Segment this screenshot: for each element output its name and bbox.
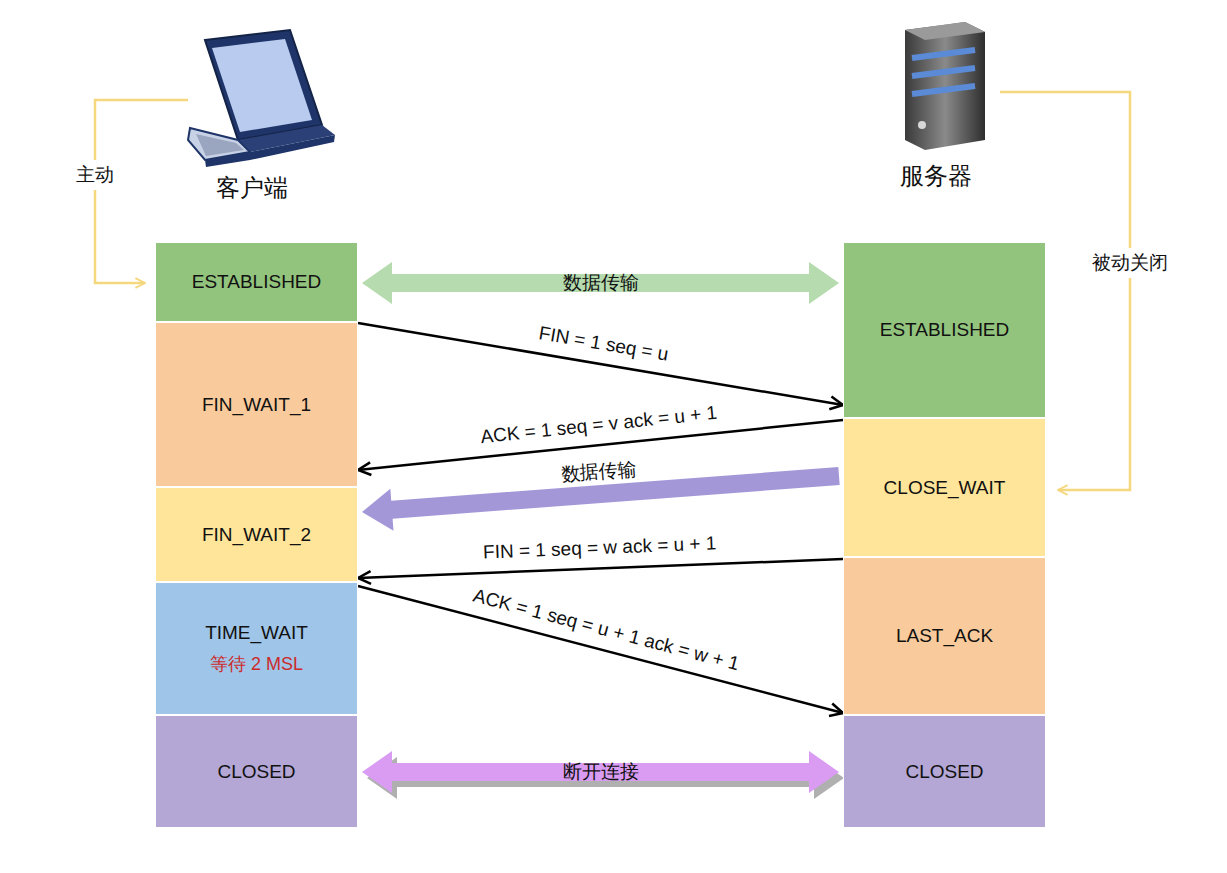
state-name: CLOSE_WAIT [884, 476, 1006, 500]
message-arrow [358, 559, 843, 578]
state-name: TIME_WAIT [205, 621, 308, 645]
edge-label: 数据传输 [558, 459, 639, 486]
state-name: ESTABLISHED [192, 270, 322, 294]
edge-label: ACK = 1 seq = u + 1 ack = w + 1 [468, 585, 742, 676]
state-name: FIN_WAIT_2 [202, 523, 311, 547]
client-state-box: FIN_WAIT_2 [155, 487, 358, 582]
state-name: CLOSED [217, 760, 295, 784]
edge-label: ACK = 1 seq = v ack = u + 1 [477, 402, 720, 448]
laptop-icon [188, 30, 335, 167]
client-state-box: TIME_WAIT 等待 2 MSL [155, 582, 358, 715]
state-name: FIN_WAIT_1 [202, 393, 311, 417]
state-name: CLOSED [905, 760, 983, 784]
message-arrow [358, 323, 843, 405]
edge-label: FIN = 1 seq = u [536, 323, 673, 366]
client-title: 客户端 [213, 170, 291, 206]
client-state-box: FIN_WAIT_1 [155, 322, 358, 487]
passive-close-note: 被动关闭 [1089, 248, 1171, 278]
client-state-box: CLOSED [155, 715, 358, 828]
edge-label: 断开连接 [561, 762, 641, 783]
server-state-box: CLOSE_WAIT [843, 418, 1046, 557]
state-name: LAST_ACK [896, 624, 993, 648]
client-state-box: ESTABLISHED [155, 242, 358, 322]
wait-note: 等待 2 MSL [210, 653, 303, 676]
disconnect-arrow [362, 751, 839, 793]
server-title: 服务器 [897, 158, 975, 194]
state-name: ESTABLISHED [880, 318, 1010, 342]
active-close-note: 主动 [73, 160, 117, 190]
server-state-box: CLOSED [843, 715, 1046, 828]
edge-label: FIN = 1 seq = w ack = u + 1 [481, 533, 719, 563]
server-icon [905, 22, 985, 150]
server-state-box: LAST_ACK [843, 557, 1046, 715]
edge-label: 数据传输 [561, 273, 641, 294]
server-state-box: ESTABLISHED [843, 242, 1046, 418]
data-transfer-arrow [362, 262, 839, 304]
message-arrow [358, 586, 843, 713]
